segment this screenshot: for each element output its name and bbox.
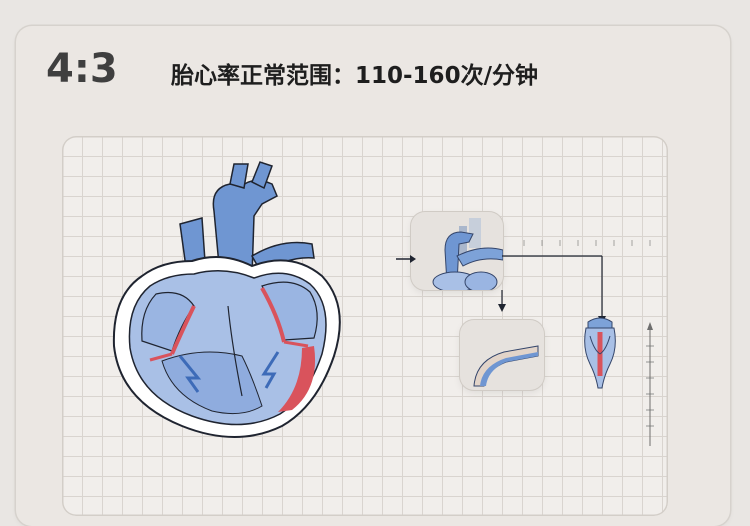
heart-vessels-icon bbox=[432, 218, 503, 290]
diagram-panel bbox=[62, 136, 668, 516]
aspect-ratio-label: 4:3 bbox=[46, 46, 118, 92]
vessel-thumbnail bbox=[411, 212, 503, 290]
content-card: 4:3 胎心率正常范围：110-160次/分钟 bbox=[16, 26, 730, 526]
heart-anatomy-icon bbox=[112, 161, 341, 438]
page-title: 胎心率正常范围：110-160次/分钟 bbox=[171, 63, 538, 89]
vessel-curve-thumbnail bbox=[460, 320, 544, 390]
flow-connectors bbox=[396, 240, 654, 446]
heart-valve-icon bbox=[584, 317, 616, 389]
vessel-curve-icon bbox=[473, 345, 539, 387]
